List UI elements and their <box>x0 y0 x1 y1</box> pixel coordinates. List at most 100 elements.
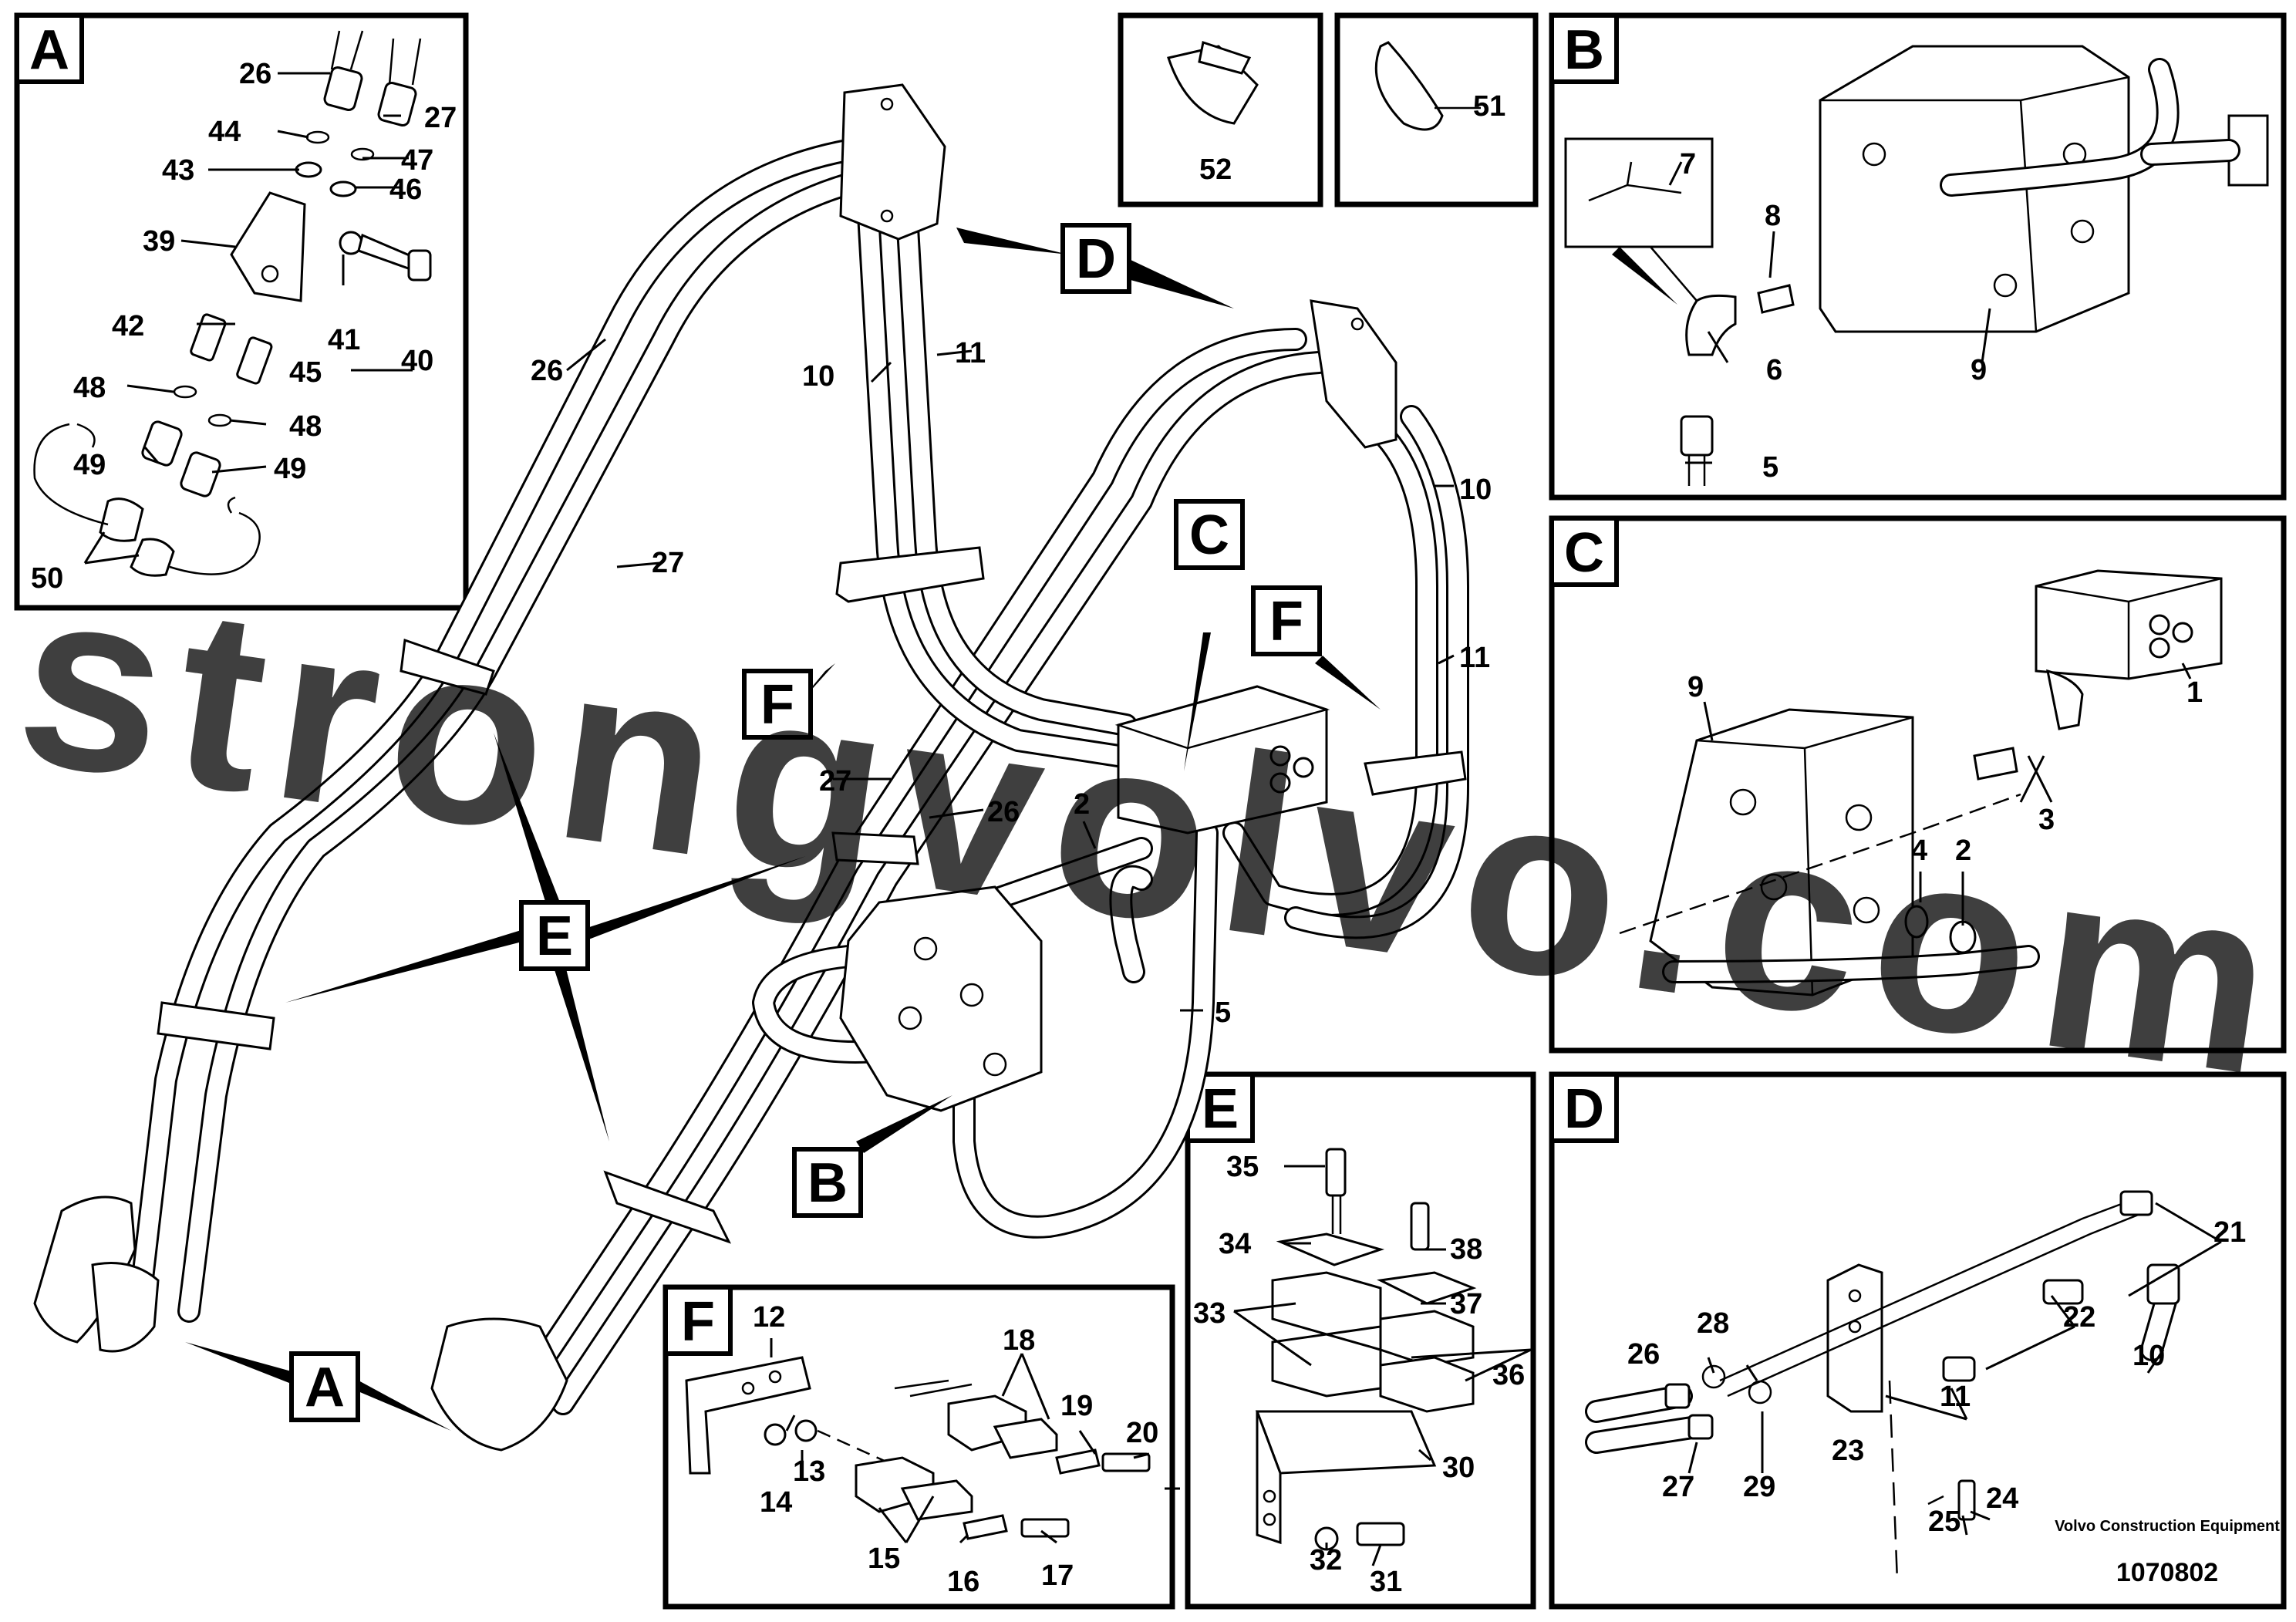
callout-13: 13 <box>793 1455 825 1488</box>
callout-10d: 10 <box>2132 1340 2165 1372</box>
inset-c-drawing <box>1619 569 2223 996</box>
inset-tab-b: B <box>1549 13 1619 84</box>
callout-50: 50 <box>31 562 63 595</box>
callout-39: 39 <box>143 225 175 258</box>
inset-frame-52 <box>1118 12 1323 207</box>
callout-8: 8 <box>1765 200 1781 232</box>
inset-d-drawing <box>1585 1190 2180 1582</box>
footer-drawing-number: 1070802 <box>2116 1558 2218 1587</box>
svg-text:B: B <box>807 1152 848 1214</box>
callout-5m: 5 <box>1215 996 1231 1029</box>
inset-frame-f <box>663 1284 1175 1610</box>
inset-52-clip <box>1167 41 1259 125</box>
callout-10m: 10 <box>802 360 834 393</box>
callout-46: 46 <box>389 174 422 206</box>
svg-text:D: D <box>1564 1078 1604 1140</box>
callout-24: 24 <box>1986 1482 2018 1515</box>
callout-19: 19 <box>1060 1390 1093 1422</box>
inset-frame-d <box>1549 1071 2287 1610</box>
callout-31: 31 <box>1370 1566 1402 1598</box>
callout-15: 15 <box>868 1543 900 1575</box>
callout-2c: 2 <box>1955 835 1971 867</box>
callout-25: 25 <box>1928 1506 1961 1538</box>
main-brackets <box>33 83 1467 1452</box>
callout-17: 17 <box>1041 1560 1074 1592</box>
footer-brand: Volvo Construction Equipment <box>2055 1518 2280 1535</box>
callout-26c: 26 <box>987 796 1020 828</box>
svg-text:A: A <box>305 1357 345 1418</box>
callout-27a: 27 <box>424 102 457 134</box>
inset-tab-a: A <box>15 13 84 84</box>
callout-52: 52 <box>1199 153 1232 186</box>
callout-26d: 26 <box>1627 1338 1660 1371</box>
callout-30: 30 <box>1442 1452 1475 1484</box>
svg-text:C: C <box>1189 504 1229 566</box>
callout-43: 43 <box>162 154 194 187</box>
callout-32: 32 <box>1310 1544 1342 1576</box>
callout-22: 22 <box>2063 1301 2095 1334</box>
callout-21: 21 <box>2213 1216 2246 1249</box>
inset-frame-e <box>1185 1071 1536 1610</box>
callout-48b: 48 <box>289 410 322 443</box>
callout-48a: 48 <box>73 372 106 404</box>
inset-tab-d: D <box>1549 1072 1619 1143</box>
svg-text:F: F <box>760 674 794 736</box>
callout-2m: 2 <box>1074 788 1090 821</box>
svg-text:C: C <box>1564 522 1604 584</box>
callout-11d: 11 <box>1940 1381 1971 1413</box>
callout-1: 1 <box>2186 676 2203 709</box>
inset-frame-a <box>14 12 469 611</box>
callout-23: 23 <box>1832 1435 1864 1467</box>
svg-text:F: F <box>1269 591 1303 653</box>
callout-12: 12 <box>753 1301 785 1334</box>
inset-e-drawing <box>1255 1148 1477 1551</box>
callout-34: 34 <box>1219 1228 1251 1260</box>
svg-text:E: E <box>536 905 573 967</box>
callout-20: 20 <box>1126 1417 1158 1449</box>
svg-text:E: E <box>1202 1078 1239 1140</box>
callout-28: 28 <box>1697 1307 1729 1340</box>
callout-40: 40 <box>401 345 433 377</box>
callout-29: 29 <box>1743 1471 1775 1503</box>
callout-6: 6 <box>1766 354 1782 386</box>
callout-42: 42 <box>112 310 144 342</box>
callout-47: 47 <box>401 144 433 177</box>
watermark: strongvolvo.com <box>4 531 2296 1131</box>
callout-4: 4 <box>1911 835 1927 867</box>
leader-lines <box>83 72 2222 1566</box>
inset-tab-e: E <box>1185 1072 1255 1143</box>
callout-10r: 10 <box>1459 474 1492 506</box>
callout-5b: 5 <box>1762 451 1778 484</box>
callout-14: 14 <box>760 1486 792 1519</box>
svg-text:D: D <box>1076 228 1116 290</box>
callout-numbers: 26 27 44 47 43 46 39 41 40 42 45 48 48 4… <box>31 58 2246 1598</box>
callout-37: 37 <box>1450 1288 1482 1320</box>
callout-38: 38 <box>1450 1233 1482 1266</box>
callout-7: 7 <box>1680 148 1696 180</box>
callout-26a: 26 <box>239 58 271 90</box>
inset-frame-51 <box>1334 12 1539 207</box>
callout-26m: 26 <box>531 355 563 387</box>
callout-41: 41 <box>328 324 360 356</box>
inset-a-drawing <box>33 30 432 577</box>
callout-16: 16 <box>947 1566 979 1598</box>
callout-11r: 11 <box>1459 642 1490 674</box>
inset-frame-b <box>1549 12 2287 501</box>
inset-tab-c: C <box>1549 516 1619 587</box>
inset-51-cable-tie <box>1374 41 1481 131</box>
inset-tab-f: F <box>663 1285 733 1356</box>
callout-49a: 49 <box>73 449 106 481</box>
svg-text:F: F <box>681 1291 715 1353</box>
callout-9b: 9 <box>1971 354 1987 386</box>
callout-3: 3 <box>2038 804 2055 836</box>
svg-text:B: B <box>1564 19 1604 81</box>
svg-text:A: A <box>29 19 69 81</box>
inset-b-drawing <box>1564 45 2269 486</box>
callout-27m: 27 <box>652 547 684 579</box>
callout-51: 51 <box>1473 90 1505 123</box>
inset-f-drawing <box>685 1356 1151 1540</box>
inset-frame-c <box>1549 515 2287 1054</box>
callout-27c: 27 <box>819 765 851 798</box>
main-ref-letters: D F C F E B A <box>185 223 1677 1431</box>
